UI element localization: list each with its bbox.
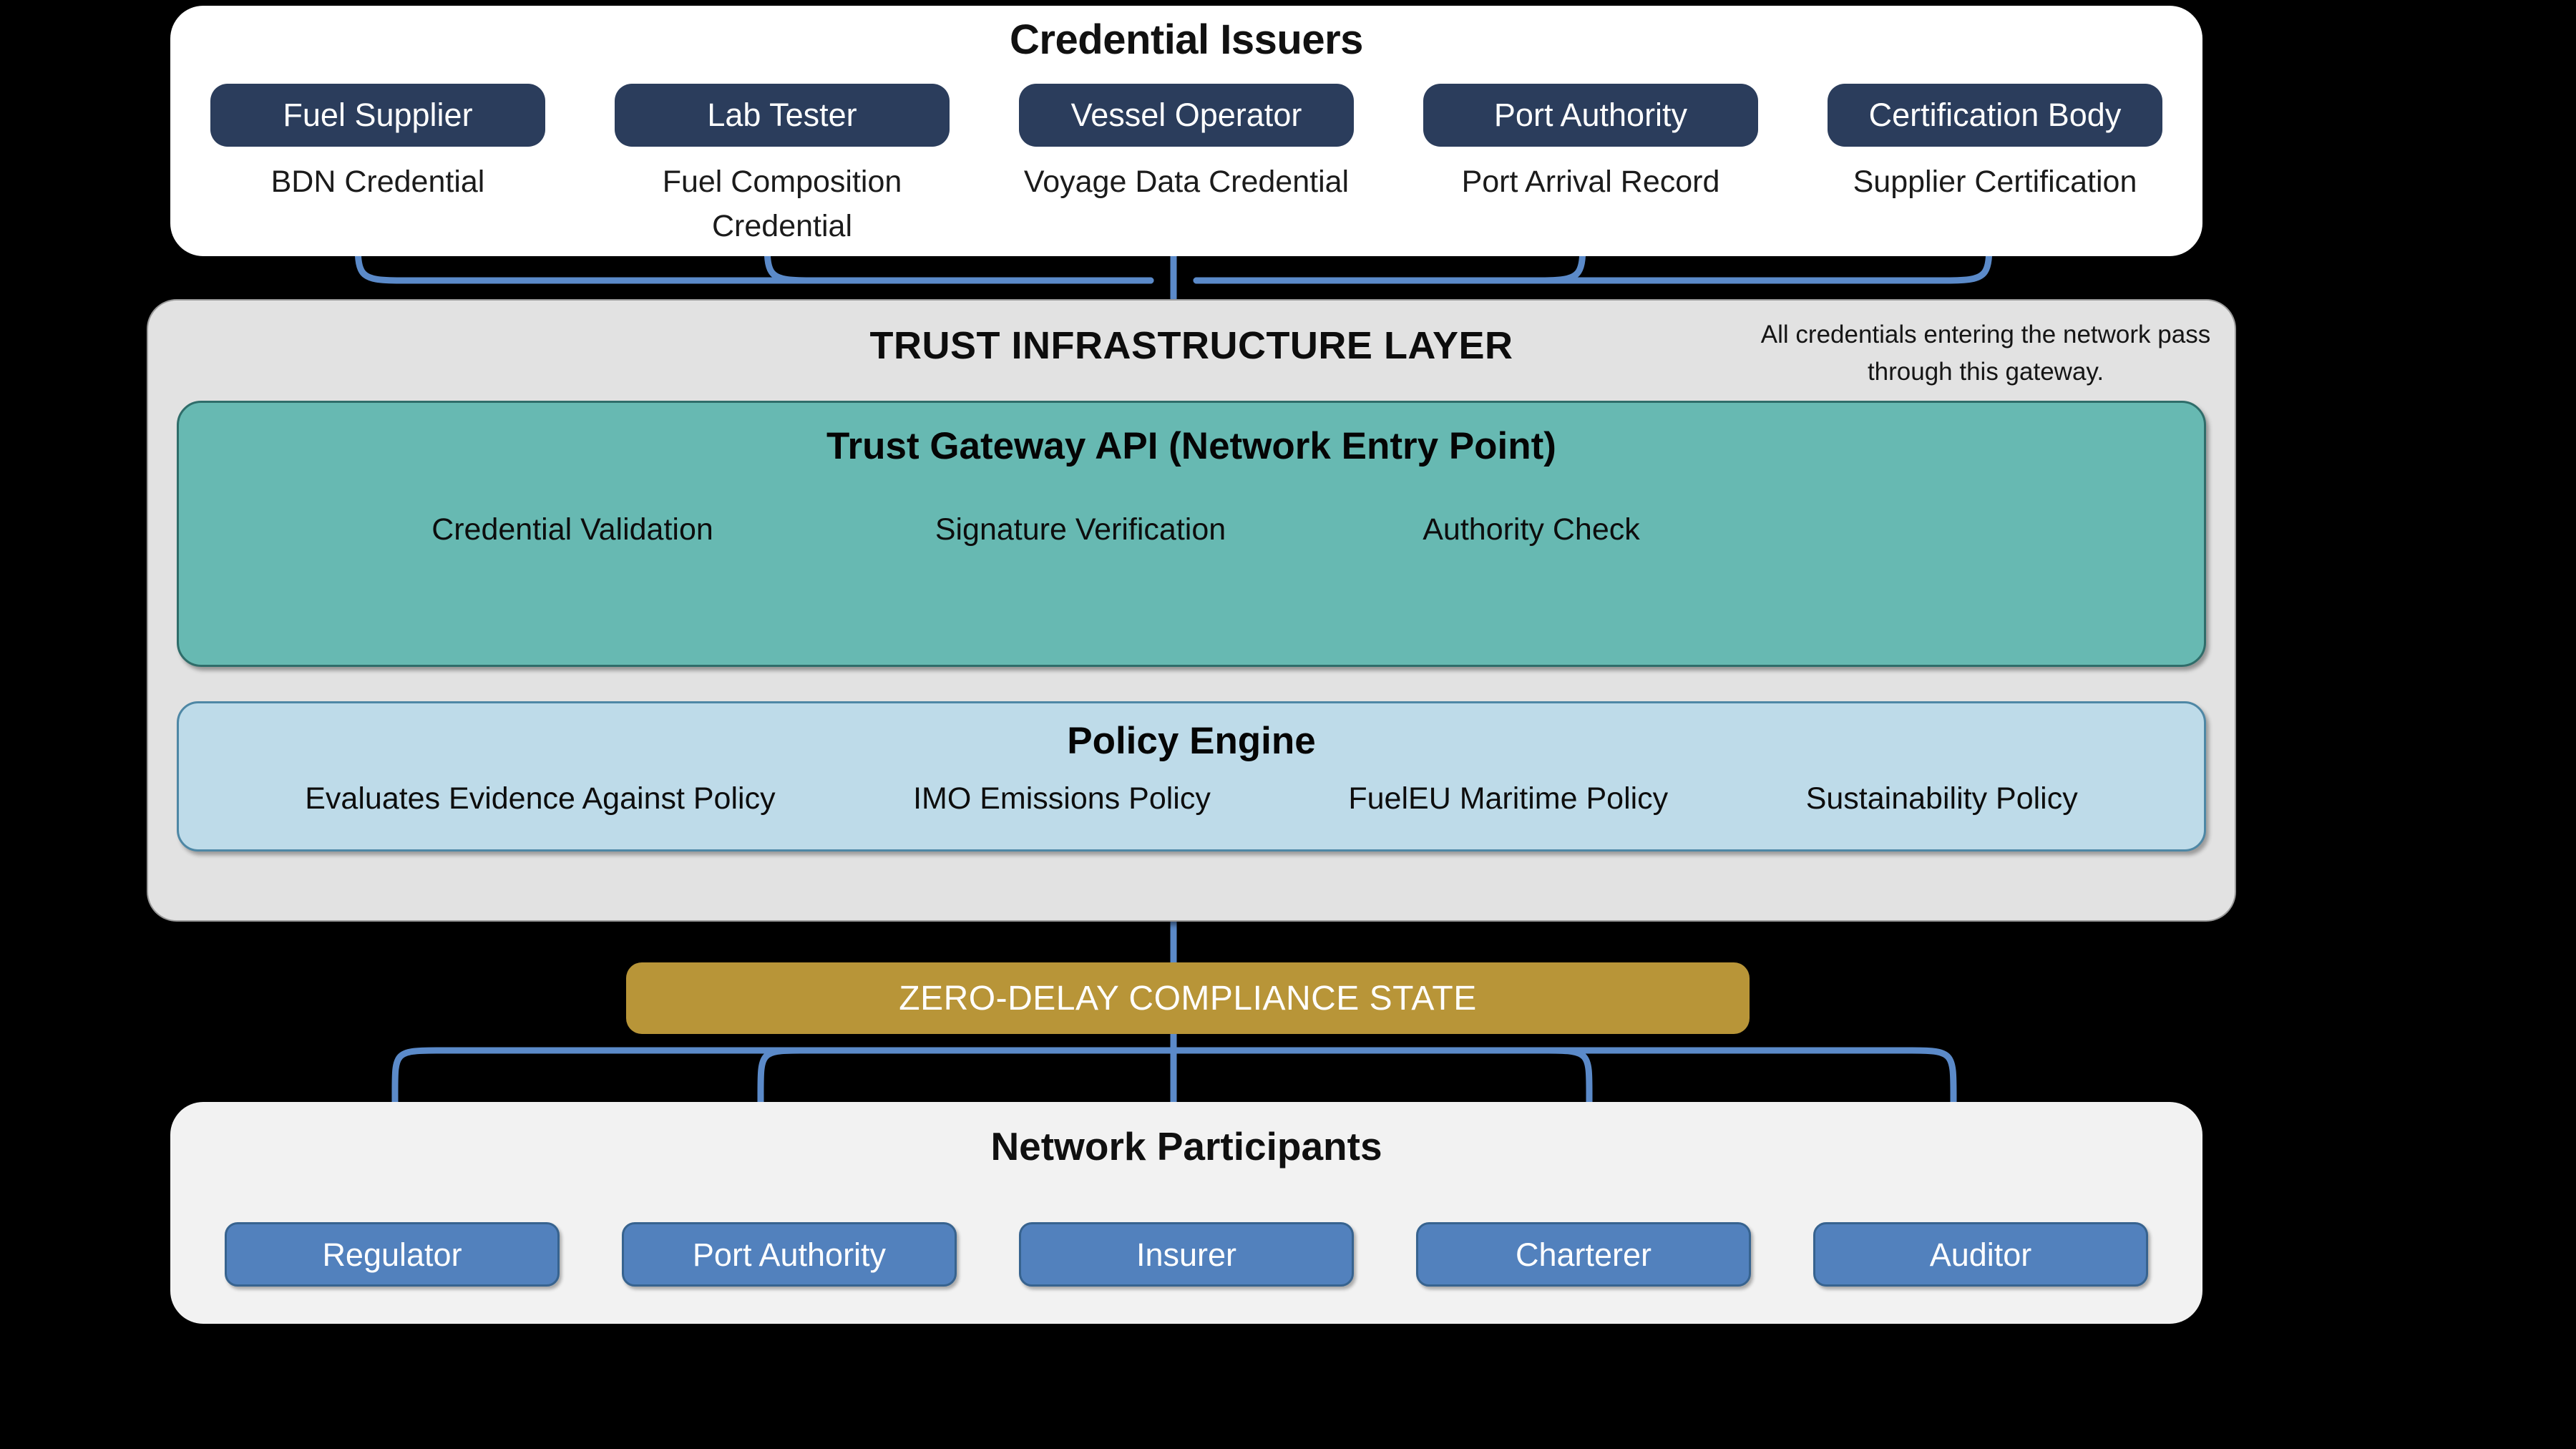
trust-gateway-function-list: Credential Validation Signature Verifica… [179,512,2204,547]
issuer-cell: Certification Body Supplier Certificatio… [1809,84,2181,248]
policy-engine-title: Policy Engine [1067,720,1316,762]
policy-item-fueleu-maritime: FuelEU Maritime Policy [1348,781,1669,816]
policy-engine-box[interactable]: Policy Engine Evaluates Evidence Against… [177,701,2206,852]
participant-pill-auditor[interactable]: Auditor [1813,1222,2148,1287]
issuer-cell: Lab Tester Fuel Composition Credential [596,84,968,248]
gateway-function-credential-validation: Credential Validation [431,512,713,547]
policy-item-imo-emissions: IMO Emissions Policy [913,781,1211,816]
trust-infrastructure-layer-panel: TRUST INFRASTRUCTURE LAYER All credentia… [147,299,2236,922]
network-participants-panel: Network Participants Regulator Port Auth… [170,1102,2202,1324]
network-participants-row: Regulator Port Authority Insurer Charter… [170,1222,2202,1287]
issuer-credential-label: Voyage Data Credential [1023,165,1350,199]
issuer-pill-lab-tester[interactable]: Lab Tester [615,84,950,147]
network-participants-title: Network Participants [990,1124,1382,1169]
policy-item-evaluates-evidence: Evaluates Evidence Against Policy [305,781,776,816]
issuer-cell: Fuel Supplier BDN Credential [192,84,564,248]
policy-item-sustainability: Sustainability Policy [1805,781,2078,816]
issuer-credential-label: Supplier Certification [1853,165,2137,199]
issuer-pill-fuel-supplier[interactable]: Fuel Supplier [210,84,545,147]
issuer-cell: Vessel Operator Voyage Data Credential [1000,84,1372,248]
gateway-function-signature-verification: Signature Verification [935,512,1226,547]
zero-delay-compliance-state-banner[interactable]: ZERO-DELAY COMPLIANCE STATE [626,962,1750,1034]
trust-layer-header: TRUST INFRASTRUCTURE LAYER All credentia… [148,301,2235,394]
issuer-pill-vessel-operator[interactable]: Vessel Operator [1019,84,1354,147]
trust-gateway-api-box[interactable]: Trust Gateway API (Network Entry Point) … [177,401,2206,667]
policy-engine-item-list: Evaluates Evidence Against Policy IMO Em… [179,781,2204,816]
credential-issuers-row: Fuel Supplier BDN Credential Lab Tester … [170,84,2202,248]
participant-pill-charterer[interactable]: Charterer [1416,1222,1751,1287]
credential-issuers-title: Credential Issuers [1010,16,1363,63]
participant-pill-port-authority[interactable]: Port Authority [622,1222,957,1287]
trust-layer-title: TRUST INFRASTRUCTURE LAYER [869,324,1513,367]
gateway-function-authority-check: Authority Check [1423,512,1640,547]
issuer-credential-label: BDN Credential [270,165,485,199]
issuer-credential-label: Fuel Composition Credential [662,165,902,243]
trust-gateway-api-title: Trust Gateway API (Network Entry Point) [826,425,1556,467]
trust-layer-note: All credentials entering the network pas… [1760,321,2211,386]
participant-pill-insurer[interactable]: Insurer [1019,1222,1354,1287]
issuer-pill-certification-body[interactable]: Certification Body [1828,84,2162,147]
compliance-state-label: ZERO-DELAY COMPLIANCE STATE [899,979,1477,1018]
issuer-cell: Port Authority Port Arrival Record [1405,84,1777,248]
issuer-pill-port-authority[interactable]: Port Authority [1423,84,1758,147]
issuer-credential-label: Port Arrival Record [1461,165,1720,199]
credential-issuers-panel: Credential Issuers Fuel Supplier BDN Cre… [170,6,2202,256]
participant-pill-regulator[interactable]: Regulator [225,1222,560,1287]
